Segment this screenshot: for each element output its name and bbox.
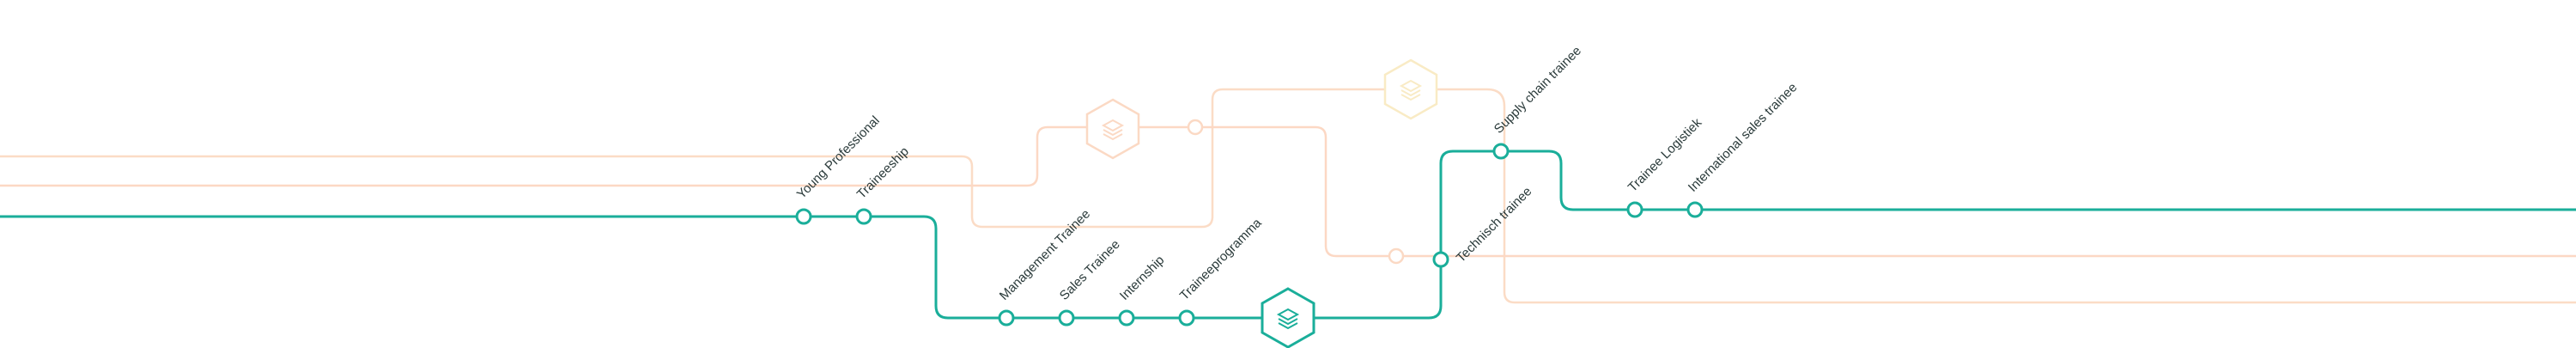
station-label: Traineeprogramma	[1177, 216, 1265, 303]
faded-line-peach-a	[0, 88, 2576, 304]
station-international-sales-trainee[interactable]: International sales trainee	[1686, 80, 1800, 218]
active-line	[0, 150, 2576, 320]
station-traineeprogramma[interactable]: Traineeprogramma	[1177, 216, 1265, 327]
station-label: Supply chain trainee	[1492, 44, 1584, 137]
station-trainee-logistiek[interactable]: Trainee Logistiek	[1625, 115, 1705, 218]
station-technisch-trainee[interactable]: Technisch trainee	[1432, 184, 1535, 268]
station-sales-trainee[interactable]: Sales Trainee	[1057, 237, 1123, 327]
station-label: Internship	[1117, 253, 1168, 303]
layered-diamond-icon	[1276, 308, 1300, 330]
faded-stop-2	[1388, 247, 1405, 265]
station-label: Technisch trainee	[1454, 184, 1535, 266]
station-young-professional[interactable]: Young Professional	[794, 113, 883, 225]
active-hub[interactable]	[1261, 287, 1315, 348]
station-management-trainee[interactable]: Management Trainee	[997, 207, 1093, 327]
faded-stop-1	[1187, 119, 1204, 136]
station-label: International sales trainee	[1686, 80, 1800, 194]
faded-hub-1	[1085, 98, 1140, 160]
layered-diamond-icon	[1101, 119, 1125, 141]
station-internship[interactable]: Internship	[1117, 253, 1168, 327]
station-label: Sales Trainee	[1057, 237, 1123, 303]
station-label: Traineeship	[854, 144, 912, 202]
faded-hub-2	[1383, 58, 1438, 120]
faded-line-peach-b	[0, 125, 2576, 258]
layered-diamond-icon	[1399, 79, 1423, 101]
